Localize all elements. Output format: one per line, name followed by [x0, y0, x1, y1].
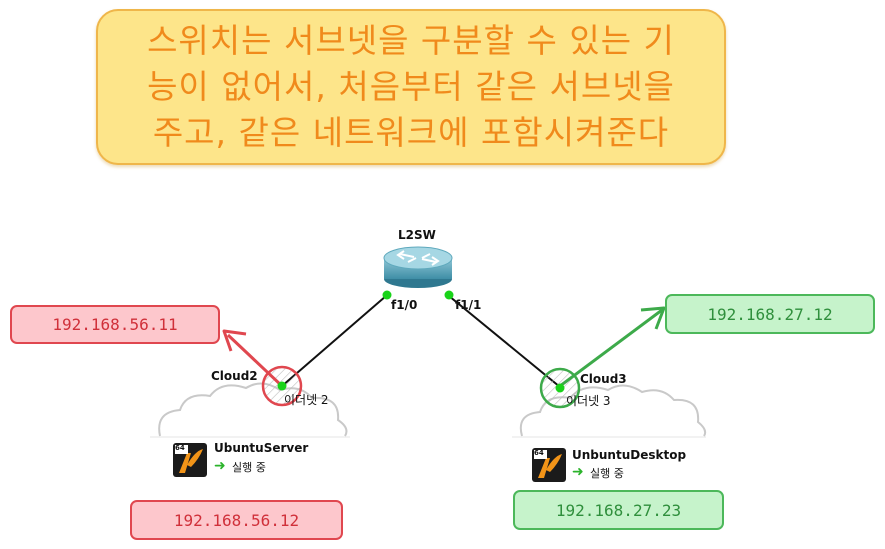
- ip-box-left-bottom: 192.168.56.12: [130, 500, 343, 540]
- vm-left-status: 실행 중: [232, 461, 266, 474]
- port-label-left: f1/0: [391, 298, 418, 312]
- cloud2-iface-label: 이더넷 2: [284, 393, 329, 407]
- switch-label: L2SW: [398, 228, 436, 242]
- cloud3-iface-label: 이더넷 3: [566, 394, 611, 408]
- port-dot: [382, 290, 392, 300]
- cloud3-label: Cloud3: [580, 372, 627, 386]
- port-dot: [277, 381, 287, 391]
- play-arrow-icon: ➜: [572, 464, 584, 480]
- port-dot: [555, 383, 565, 393]
- link-left: [281, 295, 387, 387]
- ip-box-left-top: 192.168.56.11: [10, 305, 220, 344]
- cloud2-label: Cloud2: [211, 369, 258, 383]
- vm-right-name: UnbuntuDesktop: [572, 448, 687, 462]
- vm-app-icon[interactable]: [532, 448, 566, 482]
- ip-box-right-top: 192.168.27.12: [665, 294, 875, 334]
- port-label-right: f1/1: [455, 298, 482, 312]
- vm-right-status: 실행 중: [590, 467, 624, 480]
- callout-note: 스위치는 서브넷을 구분할 수 있는 기 능이 없어서, 처음부터 같은 서브넷…: [96, 9, 726, 165]
- vm-badge: 64: [175, 444, 185, 452]
- switch-icon[interactable]: [383, 246, 453, 288]
- vm-app-icon[interactable]: [173, 443, 207, 477]
- ip-box-right-bottom: 192.168.27.23: [513, 490, 724, 530]
- vm-left-name: UbuntuServer: [214, 441, 309, 455]
- play-arrow-icon: ➜: [214, 458, 226, 474]
- link-right: [448, 295, 561, 388]
- vm-badge: 64: [534, 449, 544, 457]
- callout-text: 스위치는 서브넷을 구분할 수 있는 기 능이 없어서, 처음부터 같은 서브넷…: [147, 21, 675, 152]
- port-dot: [444, 290, 454, 300]
